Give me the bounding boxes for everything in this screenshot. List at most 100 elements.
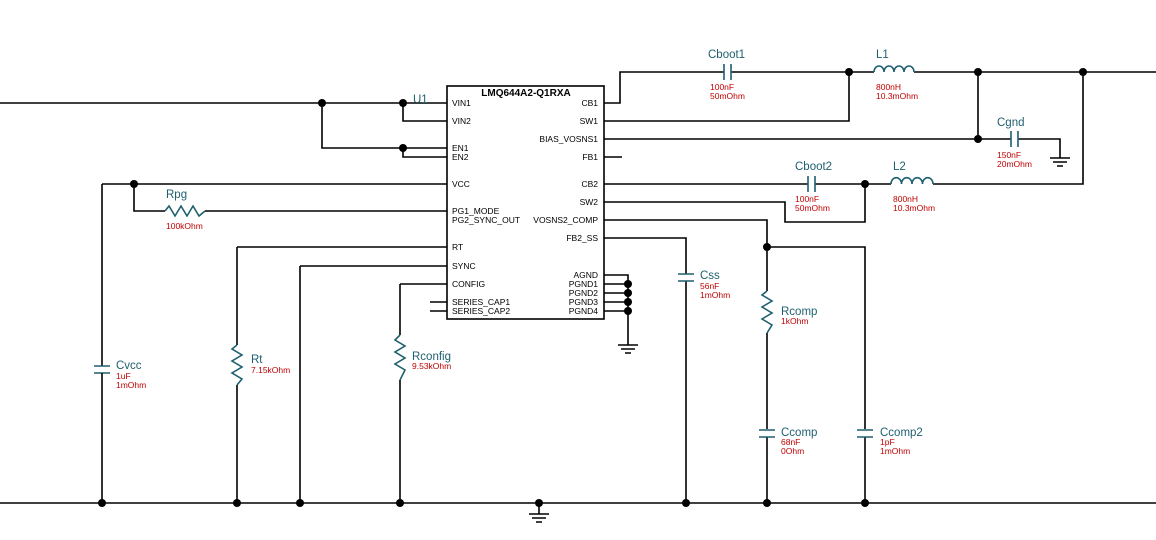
pin-vcc: VCC [452,179,470,189]
pin-sync: SYNC [452,261,476,271]
l1-ref: L1 [876,49,889,61]
cgnd-value: 150nF [997,150,1021,160]
ccomp2-value: 1pF [880,437,895,447]
junction-dot [535,499,543,507]
l1-value: 800nH [876,82,901,92]
l2-ref: L2 [893,161,906,173]
pin-fb2-ss: FB2_SS [566,233,598,243]
capacitor-cvcc[interactable]: Cvcc 1uF 1mOhm [94,360,146,390]
ccomp-esr: 0Ohm [781,446,804,456]
pin-vin1: VIN1 [452,98,471,108]
ccomp-ref: Ccomp [781,427,817,439]
pin-sw2: SW2 [580,197,599,207]
junction-dot [624,298,632,306]
l1-esr: 10.3mOhm [876,91,918,101]
cgnd-esr: 20mOhm [997,159,1032,169]
junction-dot [399,144,407,152]
pin-agnd: AGND [573,270,598,280]
rt-ref: Rt [251,354,263,366]
inductor-l1[interactable]: L1 800nH 10.3mOhm [873,49,918,101]
pin-vosns2-comp: VOSNS2_COMP [533,215,598,225]
ground-icon [618,344,638,354]
resistor-rt[interactable]: Rt 7.15kOhm [230,344,290,386]
ic-u1[interactable]: LMQ644A2-Q1RXA U1 VIN1 VIN2 EN1 EN2 VCC … [413,85,605,320]
junction-dot [861,499,869,507]
rcomp-ref: Rcomp [781,306,817,318]
rpg-ref: Rpg [166,189,187,201]
inductor-l2[interactable]: L2 800nH 10.3mOhm [890,161,935,213]
cvcc-value: 1uF [116,371,131,381]
pin-pgnd2: PGND2 [569,288,599,298]
junction-dot [399,99,407,107]
junction-dot [763,243,771,251]
css-value: 56nF [700,281,719,291]
resistor-rconfig[interactable]: Rconfig 9.53kOhm [393,334,451,381]
ic-part-number: LMQ644A2-Q1RXA [481,88,570,99]
pin-pgnd4: PGND4 [569,306,599,316]
resistor-rpg[interactable]: Rpg 100kOhm [164,189,206,231]
junction-dot [763,499,771,507]
pin-vin2: VIN2 [452,116,471,126]
pin-config: CONFIG [452,279,485,289]
cboot1-value: 100nF [710,82,734,92]
rconfig-ref: Rconfig [412,351,451,363]
pin-series-cap2: SERIES_CAP2 [452,306,510,316]
capacitor-ccomp[interactable]: Ccomp 68nF 0Ohm [759,427,817,456]
ccomp-value: 68nF [781,437,800,447]
cboot2-esr: 50mOhm [795,203,830,213]
cvcc-esr: 1mOhm [116,380,146,390]
pin-pg2-sync-out: PG2_SYNC_OUT [452,215,520,225]
rpg-value: 100kOhm [166,221,203,231]
pin-sw1: SW1 [580,116,599,126]
pin-en2: EN2 [452,152,469,162]
junction-dot [974,68,982,76]
junction-dot [682,499,690,507]
pin-fb1: FB1 [582,152,598,162]
l2-value: 800nH [893,194,918,204]
pin-pgnd3: PGND3 [569,297,599,307]
cboot1-ref: Cboot1 [708,49,745,61]
css-ref: Css [700,270,720,282]
rt-value: 7.15kOhm [251,365,290,375]
css-esr: 1mOhm [700,290,730,300]
pin-rt: RT [452,242,463,252]
capacitor-ccomp2[interactable]: Ccomp2 1pF 1mOhm [857,427,923,456]
ic-body[interactable] [446,85,605,320]
ccomp2-ref: Ccomp2 [880,427,923,439]
rcomp-value: 1kOhm [781,316,808,326]
junctions [98,68,1087,507]
junction-dot [845,68,853,76]
junction-dot [624,289,632,297]
cgnd-ref: Cgnd [997,117,1025,129]
junction-dot [624,280,632,288]
l2-esr: 10.3mOhm [893,203,935,213]
pin-cb1: CB1 [581,98,598,108]
ccomp2-esr: 1mOhm [880,446,910,456]
rconfig-value: 9.53kOhm [412,361,451,371]
pin-cb2: CB2 [581,179,598,189]
junction-dot [130,180,138,188]
junction-dot [396,499,404,507]
pin-bias-vosns1: BIAS_VOSNS1 [539,134,598,144]
junction-dot [1079,68,1087,76]
pin-pgnd1: PGND1 [569,279,599,289]
capacitor-cgnd[interactable]: Cgnd 150nF 20mOhm [997,117,1032,169]
cboot2-value: 100nF [795,194,819,204]
capacitor-cboot1[interactable]: Cboot1 100nF 50mOhm [708,49,745,101]
pin-en1: EN1 [452,143,469,153]
cboot2-ref: Cboot2 [795,161,832,173]
capacitor-cboot2[interactable]: Cboot2 100nF 50mOhm [795,161,832,213]
resistor-rcomp[interactable]: Rcomp 1kOhm [760,290,817,334]
junction-dot [974,135,982,143]
ground-icon [529,513,549,523]
pin-pg1-mode: PG1_MODE [452,206,500,216]
pin-series-cap1: SERIES_CAP1 [452,297,510,307]
capacitor-css[interactable]: Css 56nF 1mOhm [678,270,730,300]
junction-dot [861,180,869,188]
junction-dot [318,99,326,107]
cvcc-ref: Cvcc [116,360,142,372]
junction-dot [624,307,632,315]
junction-dot [296,499,304,507]
ground-icon [1050,157,1070,167]
